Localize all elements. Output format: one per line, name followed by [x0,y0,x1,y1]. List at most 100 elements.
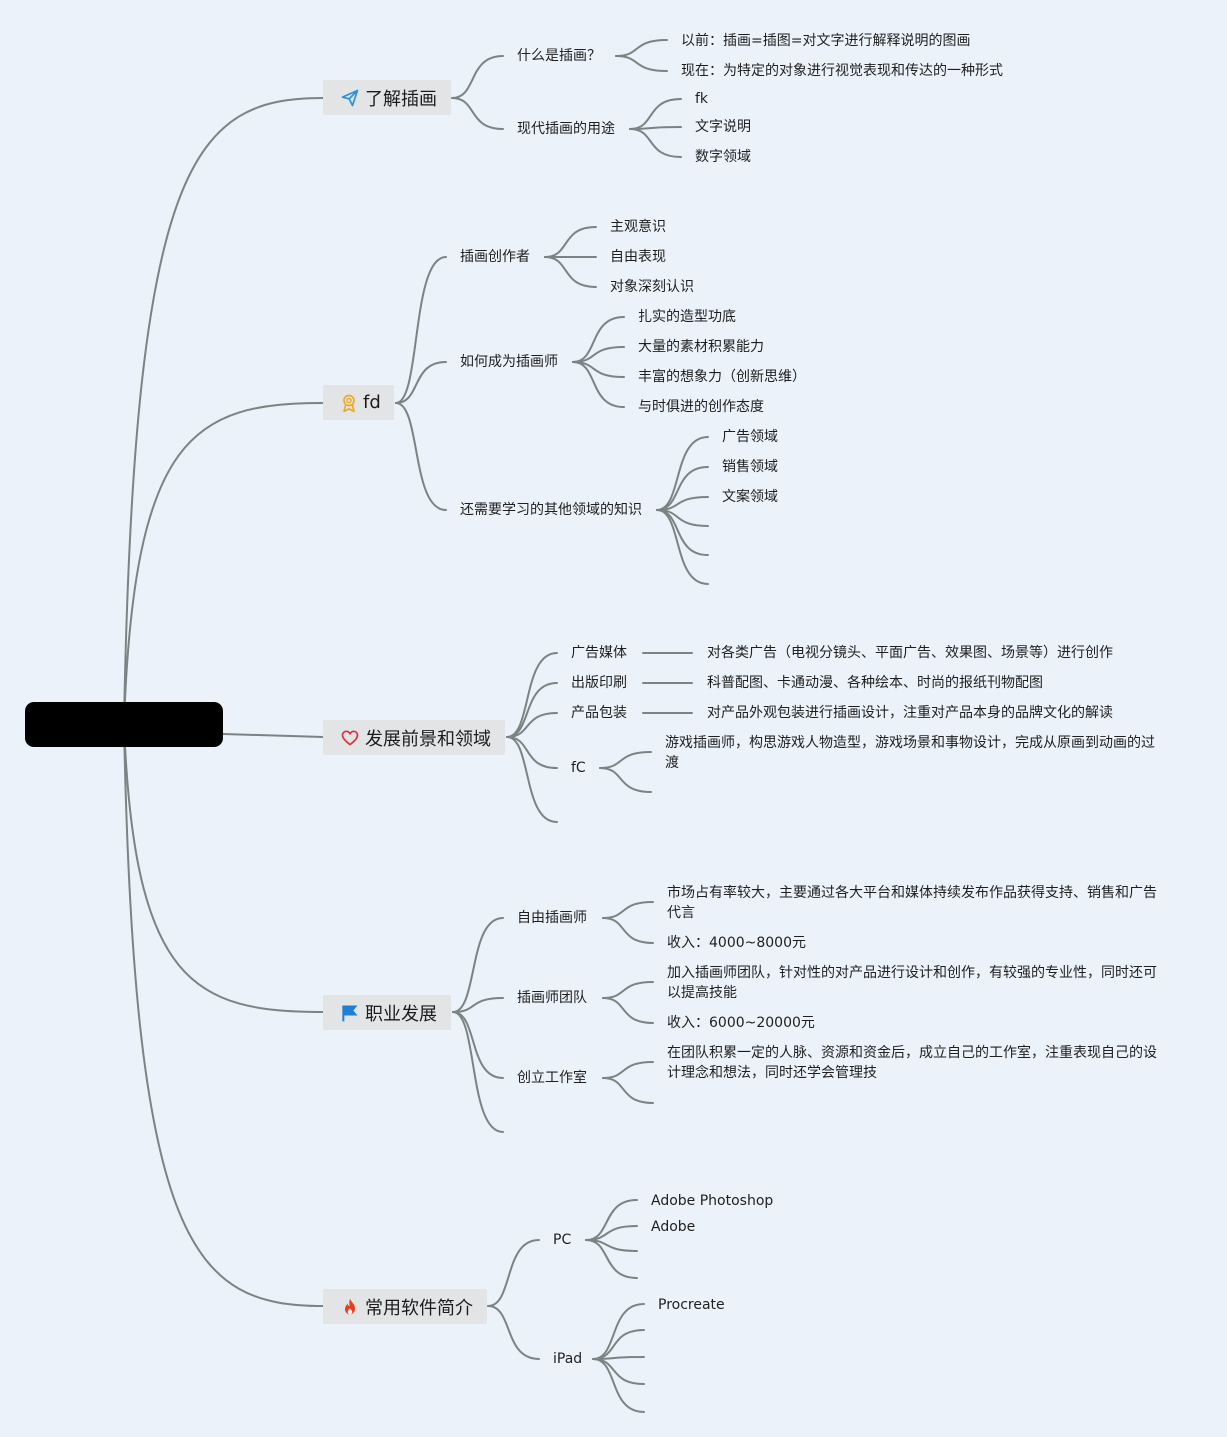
topic-team[interactable]: 插画师团队 [517,990,587,1006]
leaf-advertising-desc[interactable]: 对各类广告（电视分镜头、平面广告、效果图、场景等）进行创作 [707,645,1113,661]
connector-curve [506,652,558,738]
connector-curve [395,402,447,511]
connector-curve [585,1199,638,1241]
leaf-freelance-desc[interactable]: 市场占有率较大，主要通过各大平台和媒体持续发布作品获得支持、销售和广告代言 [667,885,1157,921]
root-connector [123,97,324,725]
topic-fc[interactable]: fC [571,760,586,776]
leaf-adobe-photoshop[interactable]: Adobe Photoshop [651,1193,774,1209]
topic-pc[interactable]: PC [553,1232,572,1248]
branch-label: 发展前景和领域 [365,728,491,750]
leaf-past-definition[interactable]: 以前：插画=插图=对文字进行解释说明的图画 [681,33,971,49]
connector-curve [629,128,682,158]
leaf-material-accumulation[interactable]: 大量的素材积累能力 [638,339,764,355]
leaf-game-illustrator[interactable]: 游戏插画师，构思游戏人物造型，游戏场景和事物设计，完成从原画到动画的过渡 [665,735,1155,771]
connector-curve [506,736,558,769]
leaf-publishing-desc[interactable]: 科普配图、卡通动漫、各种绘本、时尚的报纸刊物配图 [707,675,1043,691]
connector-curve [602,997,654,1024]
connector-curve [656,466,709,511]
root-connector [123,723,324,1307]
connector-curve [615,39,668,57]
award-ribbon-icon [339,392,359,414]
connector-curve [544,226,597,258]
leaf-team-desc[interactable]: 加入插画师团队，针对性的对产品进行设计和创作，有较强的专业性，同时还可以提高技能 [667,965,1157,1001]
topic-become-illustrator[interactable]: 如何成为插画师 [460,354,558,370]
connector-curve [592,1358,645,1385]
leaf-deep-understanding[interactable]: 对象深刻认识 [610,279,694,295]
root-node[interactable] [25,702,223,747]
branch-node-understand-illustration[interactable]: 了解插画 [323,80,451,115]
connector-curve [599,767,652,793]
topic-what-is-illustration[interactable]: 什么是插画？ [517,48,601,64]
leaf-creative-attitude[interactable]: 与时俱进的创作态度 [638,399,764,415]
connector-curve [656,509,709,585]
branch-label: 了解插画 [365,88,437,110]
connector-curve [592,1329,645,1360]
branch-label: fd [363,392,381,413]
connector-curve [615,55,668,72]
topic-publishing[interactable]: 出版印刷 [571,675,627,691]
leaf-digital-field[interactable]: 数字领域 [695,149,751,165]
leaf-freelance-income[interactable]: 收入：4000~8000元 [667,935,806,951]
connector-curve [602,1061,654,1079]
leaf-copywriting-field[interactable]: 文案领域 [722,489,778,505]
leaf-text-description[interactable]: 文字说明 [695,119,751,135]
connector-curve [452,997,504,1013]
root-connector [123,402,324,725]
connector-curve [592,1358,645,1413]
connector-curve [572,361,625,408]
paper-plane-icon [339,87,361,109]
connector-curve [572,316,625,363]
connector-curve [452,1011,504,1133]
topic-other-knowledge[interactable]: 还需要学习的其他领域的知识 [460,502,642,518]
leaf-sales-field[interactable]: 销售领域 [722,459,778,475]
connector-curve [487,1239,540,1307]
connector-curve [602,917,654,944]
fire-icon [339,1296,361,1318]
connector-curve [602,1077,654,1104]
topic-advertising-media[interactable]: 广告媒体 [571,645,627,661]
connector-curve [506,736,558,823]
branch-label: 常用软件简介 [365,1297,473,1319]
branch-node-software[interactable]: 常用软件简介 [323,1289,487,1324]
connector-curve [452,917,504,1013]
connector-curve [602,901,654,919]
topic-modern-uses[interactable]: 现代插画的用途 [517,121,615,137]
leaf-packaging-desc[interactable]: 对产品外观包装进行插画设计，注重对产品本身的品牌文化的解读 [707,705,1113,721]
connector-curve [452,1011,504,1079]
connector-curve [451,97,504,130]
leaf-present-definition[interactable]: 现在：为特定的对象进行视觉表现和传达的一种形式 [681,63,1003,79]
root-connector [123,723,324,1013]
topic-illustration-creator[interactable]: 插画创作者 [460,249,530,265]
heart-icon [339,727,361,749]
connector-line [222,733,324,738]
leaf-free-expression[interactable]: 自由表现 [610,249,666,265]
connector-curve [506,682,558,738]
topic-freelance[interactable]: 自由插画师 [517,910,587,926]
flag-icon [339,1002,361,1024]
leaf-adobe[interactable]: Adobe [651,1219,696,1235]
connector-curve [395,256,447,404]
leaf-team-income[interactable]: 收入：6000~20000元 [667,1015,815,1031]
connector-curve [656,509,709,556]
topic-studio[interactable]: 创立工作室 [517,1070,587,1086]
leaf-modeling-skill[interactable]: 扎实的造型功底 [638,309,736,325]
connector-curve [656,436,709,511]
leaf-advertising-field[interactable]: 广告领域 [722,429,778,445]
topic-packaging[interactable]: 产品包装 [571,705,627,721]
topic-ipad[interactable]: iPad [553,1351,583,1367]
branch-node-prospects[interactable]: 发展前景和领域 [323,720,505,755]
leaf-studio-desc[interactable]: 在团队积累一定的人脉、资源和资金后，成立自己的工作室，注重表现自己的设计理念和想… [667,1045,1157,1081]
branch-node-fd[interactable]: fd [323,385,394,420]
connector-curve [602,981,654,999]
leaf-fk[interactable]: fk [695,91,709,107]
connector-curve [451,55,504,99]
connector-curve [506,712,558,738]
leaf-subjective-awareness[interactable]: 主观意识 [610,219,666,235]
leaf-procreate[interactable]: Procreate [658,1297,725,1313]
connector-curve [395,361,447,404]
branch-node-career[interactable]: 职业发展 [323,995,451,1030]
connector-curve [629,98,682,130]
leaf-imagination[interactable]: 丰富的想象力（创新思维） [638,369,806,385]
